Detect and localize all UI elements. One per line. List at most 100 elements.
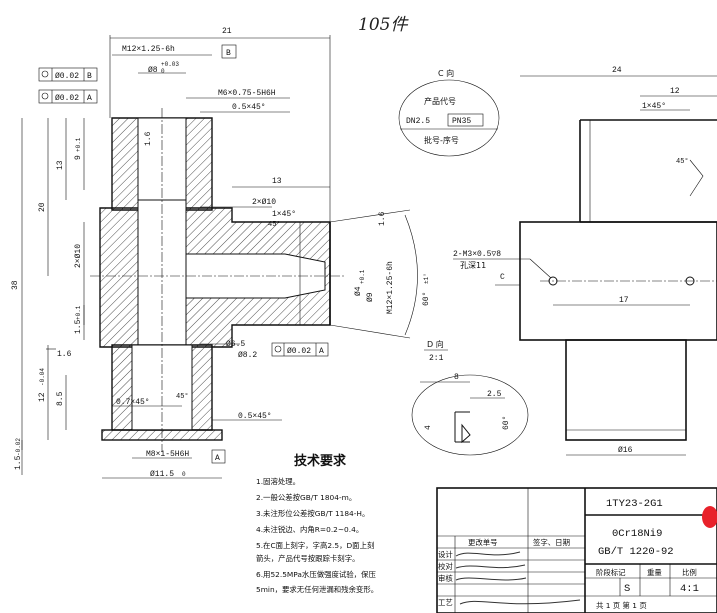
dim-d4: Ø4 xyxy=(354,286,363,296)
angle-45-right: 45° xyxy=(676,157,689,166)
stage-header: 阶段标记 xyxy=(596,568,626,577)
svg-text:0: 0 xyxy=(182,471,186,478)
tech-req-item-6: 6.用52.5MPa水压做强度试验，保压 xyxy=(256,570,376,579)
d-view-dim-8: 8 xyxy=(454,373,459,382)
dim-13-v: 13 xyxy=(56,160,65,170)
datum-a: A xyxy=(215,454,220,463)
dim-d8: Ø8 xyxy=(148,66,158,75)
svg-text:+0.03: +0.03 xyxy=(161,61,179,68)
d-view-dim-2-5: 2.5 xyxy=(487,390,502,399)
angle-60: 60° xyxy=(422,292,431,306)
tech-req-item-1: 1.固溶处理。 xyxy=(256,477,300,486)
tech-req-item-6b: 5min，要求无任何泄漏和残余变形。 xyxy=(256,585,378,594)
svg-text:0: 0 xyxy=(161,68,165,75)
svg-text:+0.1: +0.1 xyxy=(75,305,82,320)
c-view-label: C 向 xyxy=(438,68,454,78)
header-sign-date: 签字、日期 xyxy=(533,538,570,547)
main-section-view xyxy=(90,108,345,452)
svg-text:-0.04: -0.04 xyxy=(39,368,46,386)
tol-frame-3-ref: A xyxy=(319,347,324,356)
datum-b: B xyxy=(226,49,231,58)
dim-2x10: 2×Ø10 xyxy=(252,198,276,207)
dim-21: 21 xyxy=(222,27,232,36)
c-view: C 向 产品代号 DN2.5 PN35 批号-序号 xyxy=(398,68,500,157)
roughness-left: 1.6 xyxy=(57,350,72,359)
role-process: 工艺 xyxy=(438,598,453,607)
dim-12-right: 12 xyxy=(670,87,680,96)
svg-text:±1°: ±1° xyxy=(423,273,430,284)
sheet-count: 共 1 页 第 1 页 xyxy=(596,601,647,610)
tech-req-item-3: 3.未注形位公差按GB/T 1184-H。 xyxy=(256,509,369,518)
dim-1-5-bottom: 1.5 xyxy=(14,455,23,470)
d-view-scale: 2:1 xyxy=(429,354,444,363)
roughness-top: 1.6 xyxy=(144,131,153,146)
title-block: 1TY23-2G1 0Cr18Ni9 GB/T 1220-92 更改单号 签字、… xyxy=(436,487,717,613)
dim-1x45-right: 1×45° xyxy=(642,102,666,111)
drawing-number: 1TY23-2G1 xyxy=(606,498,663,510)
scale-value: 4:1 xyxy=(680,583,699,595)
dim-m12-right: M12×1.25-6h xyxy=(386,261,395,314)
tech-req-item-4: 4.未注锐边、内角R=0.2~0.4。 xyxy=(256,525,363,534)
material: 0Cr18Ni9 xyxy=(612,528,662,540)
svg-text:45°: 45° xyxy=(268,220,281,229)
c-view-pn: PN35 xyxy=(452,117,471,126)
scale-header: 比例 xyxy=(682,568,697,577)
tol-frame-1: Ø0.02 xyxy=(55,72,79,81)
dim-d11-5: Ø11.5 xyxy=(150,470,174,479)
svg-text:-0.02: -0.02 xyxy=(15,438,22,456)
dim-17: 17 xyxy=(619,296,629,305)
tol-frame-1-ref: B xyxy=(87,72,92,81)
tech-req-title: 技术要求 xyxy=(294,453,347,469)
technical-requirements: 技术要求 1.固溶处理。 2.一般公差按GB/T 1804-m。 3.未注形位公… xyxy=(256,453,378,594)
weight-header: 重量 xyxy=(647,568,662,577)
c-view-batch: 批号-序号 xyxy=(424,135,459,145)
dim-d6-5: Ø6.5 xyxy=(226,340,245,349)
tech-req-item-5b: 箭头，产品代号按跟踪卡刻字。 xyxy=(256,554,359,563)
tol-frame-2: Ø0.02 xyxy=(55,94,79,103)
dim-24: 24 xyxy=(612,66,622,75)
d-view-label: D 向 xyxy=(427,339,444,349)
roughness-right: 1.6 xyxy=(378,211,387,226)
tol-frame-3: Ø0.02 xyxy=(287,347,311,356)
d-view-angle-60: 60° xyxy=(502,416,511,430)
tol-frame-2-ref: A xyxy=(87,94,92,103)
material-standard: GB/T 1220-92 xyxy=(598,546,674,558)
tech-req-item-2: 2.一般公差按GB/T 1804-m。 xyxy=(256,493,356,502)
svg-text:+0.1: +0.1 xyxy=(359,269,366,284)
dim-d9-cone: Ø9 xyxy=(366,292,375,302)
dim-chamfer-05-top: 0.5×45° xyxy=(232,103,266,112)
dim-m6: M6×0.75-5H6H xyxy=(218,89,276,98)
dim-m8: M8×1-5H6H xyxy=(146,450,189,459)
dim-9: 9 xyxy=(74,155,83,160)
role-check: 校对 xyxy=(438,562,453,571)
dim-chamfer-05-bottom: 0.5×45° xyxy=(238,412,272,421)
c-view-dn: DN2.5 xyxy=(406,117,430,126)
dim-13-h: 13 xyxy=(272,177,282,186)
role-review: 审核 xyxy=(438,574,453,583)
dim-1-5: 1.5 xyxy=(74,319,83,334)
angle-45-bottom: 45° xyxy=(176,392,189,401)
d-view-dim-4: 4 xyxy=(424,425,433,430)
c-view-code: 产品代号 xyxy=(424,96,456,106)
dim-d8-2: Ø8.2 xyxy=(238,351,257,360)
arrow-c: C xyxy=(500,273,505,282)
red-stamp-mark xyxy=(702,506,717,528)
tech-req-item-5: 5.在C面上刻字，字高2.5，D面上刻 xyxy=(256,541,374,550)
dim-chamfer-07: 0.7×45° xyxy=(116,398,150,407)
header-change-no: 更改单号 xyxy=(468,538,498,547)
holes-depth: 孔深11 xyxy=(460,261,486,270)
role-design: 设计 xyxy=(438,550,453,559)
main-view-dimensions: 21 M12×1.25-6h B Ø0.02 B Ø0.02 A Ø8 +0.0… xyxy=(11,27,431,479)
holes-spec: 2-M3×0.5▽8 xyxy=(453,250,501,259)
dim-1x45: 1×45° xyxy=(272,210,296,219)
dim-38: 38 xyxy=(11,280,20,290)
right-view: 24 12 1×45° 45° 2-M3×0.5▽8 孔深11 C 17 Ø16 xyxy=(453,66,717,456)
stage-mark: S xyxy=(624,583,630,595)
dim-2x10-v: 2×Ø10 xyxy=(74,244,83,268)
dim-d16: Ø16 xyxy=(618,446,633,455)
d-view: D 向 2:1 8 2.5 4 60° xyxy=(411,339,529,456)
handwritten-quantity: 105件 xyxy=(358,15,409,35)
dim-20: 20 xyxy=(38,202,47,212)
dim-12: 12 xyxy=(38,392,47,402)
dim-m12-top: M12×1.25-6h xyxy=(122,45,175,54)
